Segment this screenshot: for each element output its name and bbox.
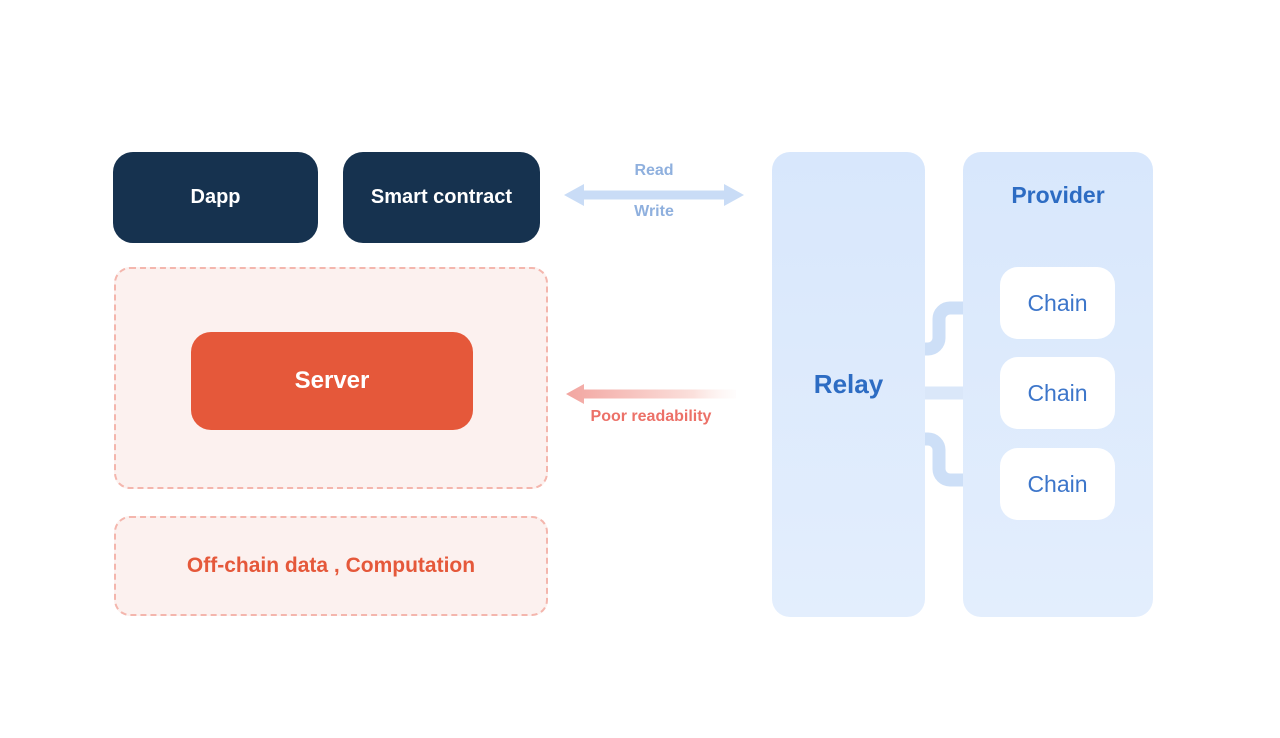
poor-readability-arrow-icon [566, 384, 736, 404]
read-label: Read [634, 162, 674, 179]
provider-title: Provider [1011, 182, 1105, 208]
connector-bottom [925, 432, 963, 487]
smart-contract-label: Smart contract [370, 186, 513, 208]
offchain-zone: Off-chain data , Computation [114, 516, 548, 616]
chain-label: Chain [1027, 470, 1088, 497]
relay-provider-connectors [925, 301, 963, 487]
dapp-label: Dapp [190, 186, 241, 208]
poor-readability-label: Poor readability [590, 408, 712, 425]
chain-label: Chain [1027, 379, 1088, 406]
read-write-arrow-icon [564, 184, 744, 206]
node-relay: Relay [772, 152, 925, 617]
relay-label: Relay [813, 369, 884, 399]
node-dapp: Dapp [113, 152, 318, 243]
node-provider: Provider Chain Chain Chain [963, 152, 1153, 617]
node-chain-1: Chain [1000, 267, 1115, 339]
node-chain-2: Chain [1000, 357, 1115, 429]
node-chain-3: Chain [1000, 448, 1115, 520]
write-label: Write [634, 203, 674, 220]
node-server: Server [191, 332, 473, 430]
chain-label: Chain [1027, 289, 1088, 316]
connector-top [925, 301, 963, 356]
server-label: Server [294, 367, 370, 394]
offchain-label: Off-chain data , Computation [186, 554, 476, 577]
node-smart-contract: Smart contract [343, 152, 540, 243]
